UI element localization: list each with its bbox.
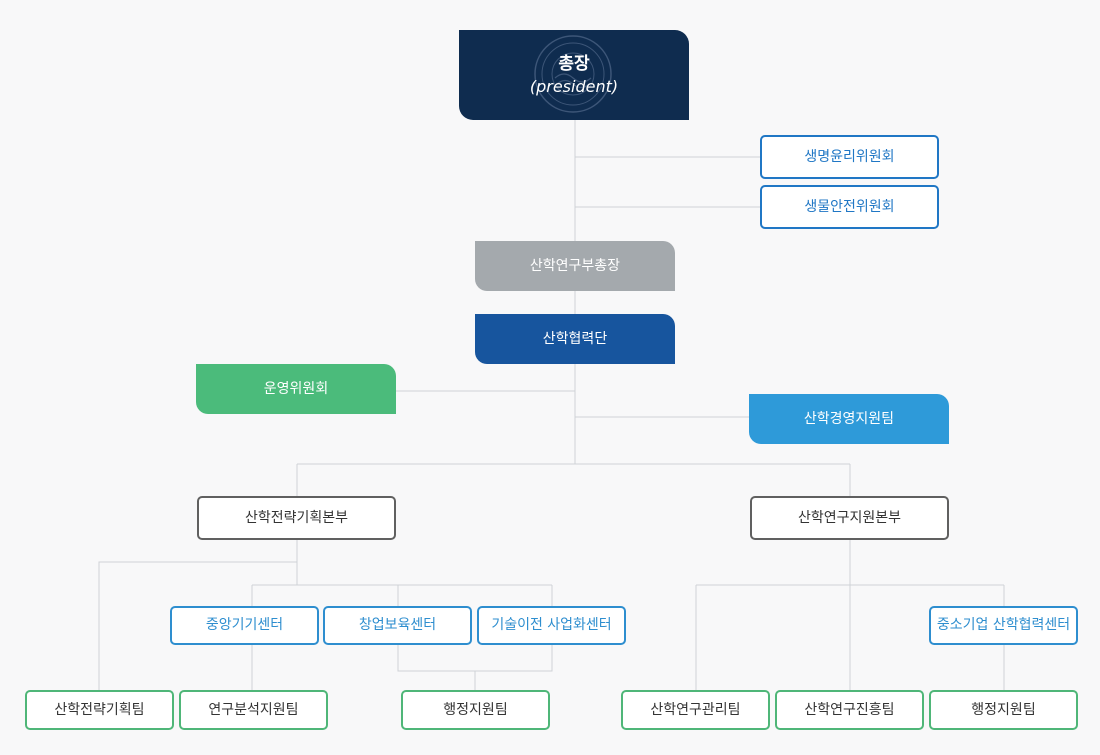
management-team-box[interactable]: 산학경영지원팀 — [749, 394, 949, 444]
vice-president-box[interactable]: 산학연구부총장 — [475, 241, 675, 291]
sme-cooperation-center-label: 중소기업 산학협력센터 — [936, 617, 1071, 634]
biosafety-committee-box[interactable]: 생물안전위원회 — [760, 185, 939, 229]
admin-support-team-right-box[interactable]: 행정지원팀 — [929, 690, 1078, 730]
foundation-label: 산학협력단 — [542, 330, 608, 347]
connector-strategy-team — [98, 561, 297, 690]
bioethics-committee-box[interactable]: 생명윤리위원회 — [760, 135, 939, 179]
central-equipment-center-box[interactable]: 중앙기기센터 — [170, 606, 319, 645]
strategy-planning-team-label: 산학전략기획팀 — [54, 701, 145, 718]
tech-transfer-center-label: 기술이전 사업화센터 — [491, 617, 612, 634]
president-subtitle: (president) — [529, 76, 619, 96]
analysis-support-team-box[interactable]: 연구분석지원팀 — [179, 690, 328, 730]
research-support-hq-label: 산학연구지원본부 — [797, 509, 902, 526]
incubation-center-box[interactable]: 창업보육센터 — [323, 606, 472, 645]
research-management-team-label: 산학연구관리팀 — [650, 701, 741, 718]
vice-president-label: 산학연구부총장 — [529, 257, 621, 274]
analysis-support-team-label: 연구분석지원팀 — [208, 701, 299, 718]
president-box[interactable]: 총장 (president) — [459, 30, 689, 120]
management-team-label: 산학경영지원팀 — [803, 410, 895, 427]
research-management-team-box[interactable]: 산학연구관리팀 — [621, 690, 770, 730]
sme-cooperation-center-box[interactable]: 중소기업 산학협력센터 — [929, 606, 1078, 645]
research-support-hq-box[interactable]: 산학연구지원본부 — [750, 496, 949, 540]
strategy-hq-box[interactable]: 산학전략기획본부 — [197, 496, 396, 540]
tech-transfer-center-box[interactable]: 기술이전 사업화센터 — [477, 606, 626, 645]
admin-support-team-left-label: 행정지원팀 — [443, 701, 508, 718]
research-promotion-team-box[interactable]: 산학연구진흥팀 — [775, 690, 924, 730]
steering-committee-label: 운영위원회 — [263, 380, 329, 397]
incubation-center-label: 창업보육센터 — [358, 617, 437, 634]
university-seal-icon — [534, 35, 612, 113]
biosafety-committee-label: 생물안전위원회 — [804, 198, 895, 215]
steering-committee-box[interactable]: 운영위원회 — [196, 364, 396, 414]
central-equipment-center-label: 중앙기기센터 — [205, 617, 284, 634]
research-promotion-team-label: 산학연구진흥팀 — [804, 701, 895, 718]
strategy-hq-label: 산학전략기획본부 — [244, 509, 349, 526]
bioethics-committee-label: 생명윤리위원회 — [804, 148, 895, 165]
foundation-box[interactable]: 산학협력단 — [475, 314, 675, 364]
connector-admin-bracket — [397, 645, 553, 672]
strategy-planning-team-box[interactable]: 산학전략기획팀 — [25, 690, 174, 730]
admin-support-team-right-label: 행정지원팀 — [971, 701, 1036, 718]
admin-support-team-left-box[interactable]: 행정지원팀 — [401, 690, 550, 730]
president-title: 총장 — [558, 54, 590, 75]
